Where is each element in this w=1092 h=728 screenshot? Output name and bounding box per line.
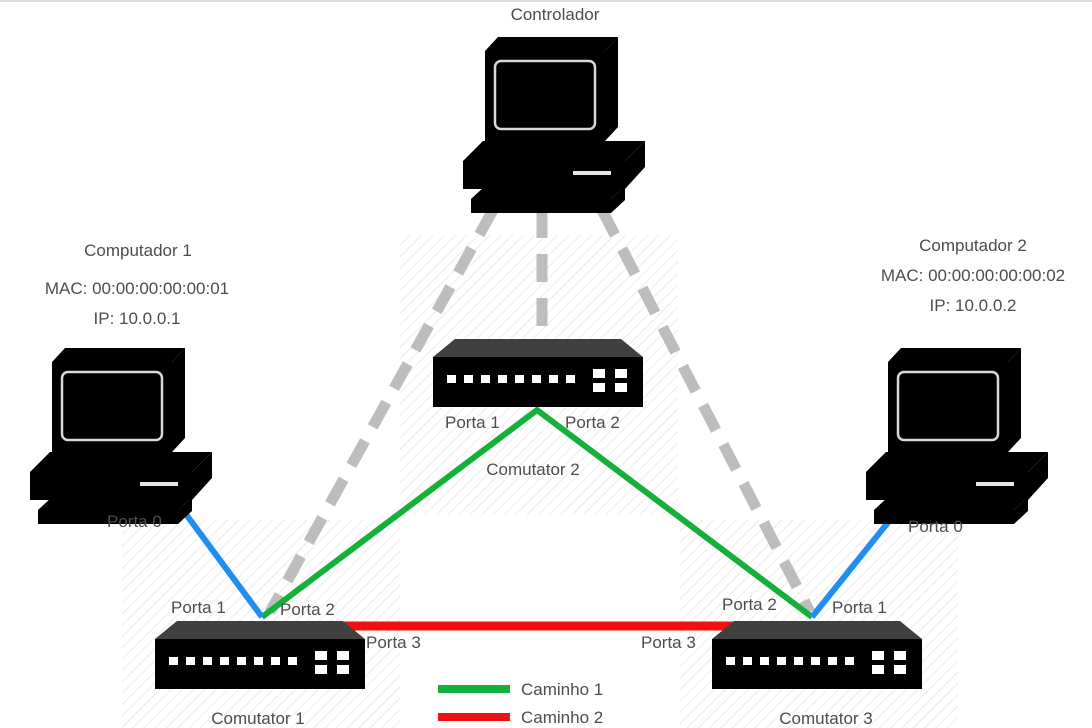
switch1-name: Comutator 1 [211,709,305,728]
computer2-port0-label: Porta 0 [908,517,963,536]
switch2-icon [433,339,643,407]
legend: Caminho 1 Caminho 2 [438,680,603,727]
control-link-switch1 [265,207,498,615]
computer1-mac: MAC: 00:00:00:00:00:01 [45,279,229,298]
computer1-name: Computador 1 [84,241,192,260]
switch3-port1-label: Porta 1 [832,598,887,617]
computer2-name: Computador 2 [919,236,1027,255]
computer1-port0-label: Porta 0 [107,512,162,531]
switch3-icon [712,621,922,689]
switch3-name: Comutator 3 [779,709,873,728]
computer1-icon [28,346,214,526]
path1-link [260,406,814,620]
switch2-name: Comutator 2 [486,460,580,479]
switch3-port3-label: Porta 3 [641,633,696,652]
switch1-port3-label: Porta 3 [366,633,421,652]
switch3-port2-label: Porta 2 [722,595,777,614]
control-link-switch3 [597,207,815,615]
computer2-mac: MAC: 00:00:00:00:00:02 [881,266,1065,285]
legend-path1-label: Caminho 1 [521,680,603,699]
computer1-ip: IP: 10.0.0.1 [94,309,181,328]
switch2-port1-label: Porta 1 [445,413,500,432]
switch1-icon [155,621,365,689]
computer2-ip: IP: 10.0.0.2 [930,296,1017,315]
controller-icon [461,35,647,215]
computer2-icon [864,346,1050,526]
switch1-port1-label: Porta 1 [171,598,226,617]
legend-path2-label: Caminho 2 [521,708,603,727]
switch1-port2-label: Porta 2 [280,600,335,619]
top-border [0,0,1092,2]
controller-label: Controlador [511,5,600,24]
control-links [265,207,815,615]
switch2-port2-label: Porta 2 [565,413,620,432]
